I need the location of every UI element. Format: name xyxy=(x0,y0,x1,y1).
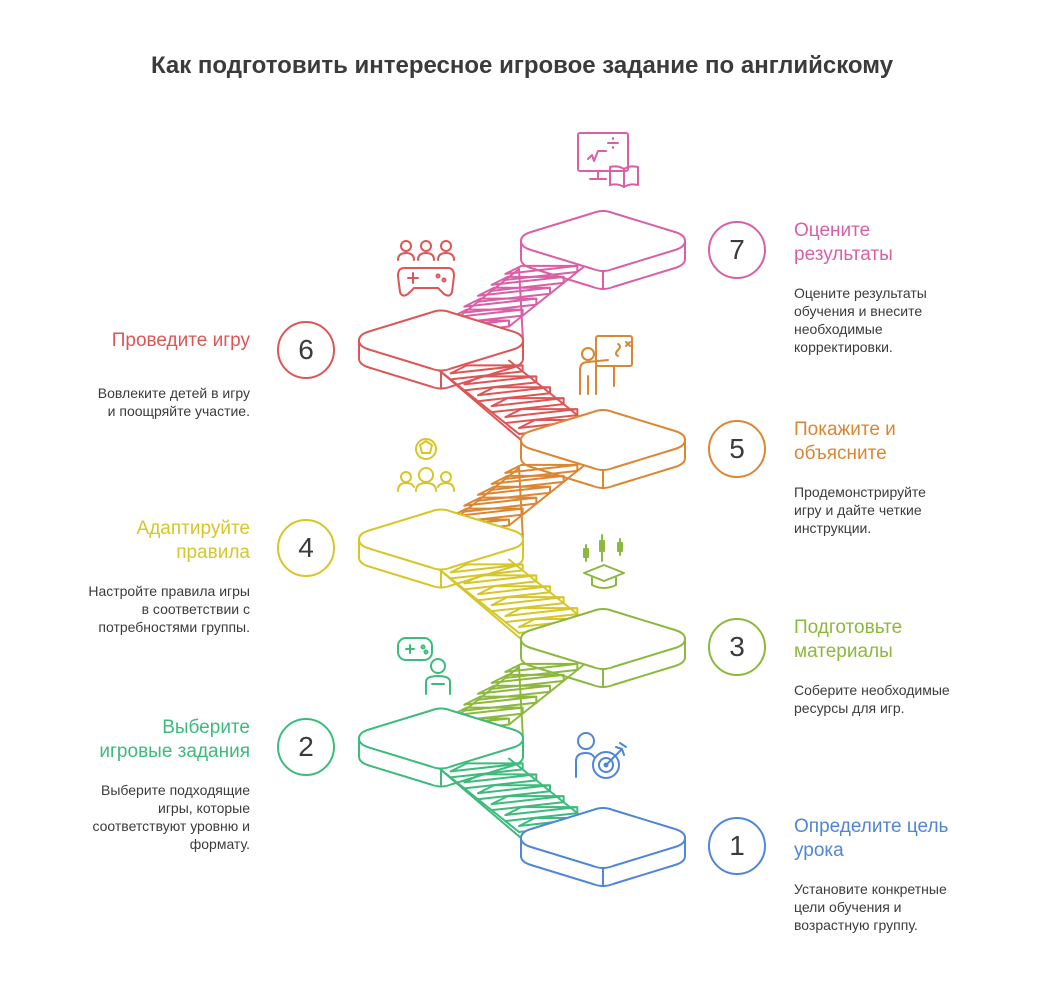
step-title-line: Адаптируйте xyxy=(136,518,250,540)
step-description-line: в соответствии с xyxy=(141,601,250,618)
step-number-badge: 7 xyxy=(708,221,766,280)
step-number-badge: 2 xyxy=(277,717,335,776)
platform-5 xyxy=(520,409,686,489)
platform-4 xyxy=(358,508,524,589)
step-description-line: Выберите подходящие xyxy=(100,781,250,798)
monitor-book-icon xyxy=(577,132,639,188)
platform-1 xyxy=(520,807,686,887)
step-title-line: Оцените xyxy=(794,220,871,242)
step-description-line: возрастную группу. xyxy=(794,917,918,933)
step-description-line: инструкции. xyxy=(794,519,872,536)
step-title: Проведите игру xyxy=(112,329,250,353)
step-title-line: Выберите xyxy=(162,716,250,738)
platform-7 xyxy=(520,210,686,290)
teacher-board-icon xyxy=(579,335,633,395)
step-number-badge: 1 xyxy=(708,817,766,875)
step-description-line: игры, которые xyxy=(158,799,250,816)
platform-2 xyxy=(358,707,524,788)
step-number-badge: 5 xyxy=(708,419,766,478)
step-description: Установите конкретные цели обучения и возр… xyxy=(794,880,947,934)
step-description-line: обучения и внесите xyxy=(794,303,923,320)
step-number-badge: 6 xyxy=(277,320,335,379)
step-description-line: Вовлеките детей в игру xyxy=(97,384,250,401)
step-description-line: игру и дайте четкие xyxy=(794,501,922,518)
step-description-line: и поощряйте участие. xyxy=(107,402,250,419)
step-description-line: цели обучения и xyxy=(794,899,902,915)
step-title-line: Подготовьте xyxy=(794,617,903,639)
team-ball-icon xyxy=(397,438,455,492)
step-title-line: результаты xyxy=(794,244,893,266)
step-title: Определите цель урока xyxy=(794,815,948,863)
step-description-line: Продемонстрируйте xyxy=(794,483,926,500)
platform-6 xyxy=(358,309,524,390)
players-gamepad-icon xyxy=(397,240,455,297)
step-title-line: Определите цель xyxy=(794,816,949,837)
step-description-line: формату. xyxy=(189,835,250,852)
step-description-line: Установите конкретные xyxy=(794,881,947,897)
step-description-line: Настройте правила игры xyxy=(88,583,250,600)
step-number-badge: 4 xyxy=(277,519,335,578)
step-title-line: игровые задания xyxy=(99,740,250,762)
step-title-line: материалы xyxy=(794,641,893,663)
gamepad-person-icon xyxy=(397,637,451,695)
step-description-line: Соберите необходимые xyxy=(794,682,950,699)
step-title-line: Покажите и xyxy=(794,418,896,440)
target-person-icon xyxy=(575,732,627,779)
step-number-badge: 3 xyxy=(708,618,766,677)
step-description-line: ресурсы для игр. xyxy=(794,700,905,717)
step-description-line: Оцените результаты xyxy=(794,285,927,302)
step-title-line: объясните xyxy=(794,442,887,464)
platform-3 xyxy=(520,608,686,688)
step-title-line: правила xyxy=(176,542,250,564)
step-description-line: необходимые xyxy=(794,321,883,338)
page-title: Как подготовить интересное игровое задан… xyxy=(150,52,894,79)
step-description-line: потребностями группы. xyxy=(98,619,250,636)
step-description-line: соответствуют уровню и xyxy=(92,817,250,834)
step-title-line: урока xyxy=(794,840,844,861)
step-title-line: Проведите игру xyxy=(111,329,250,351)
graduation-cap-icon xyxy=(583,534,625,589)
step-description-line: корректировки. xyxy=(794,339,893,356)
